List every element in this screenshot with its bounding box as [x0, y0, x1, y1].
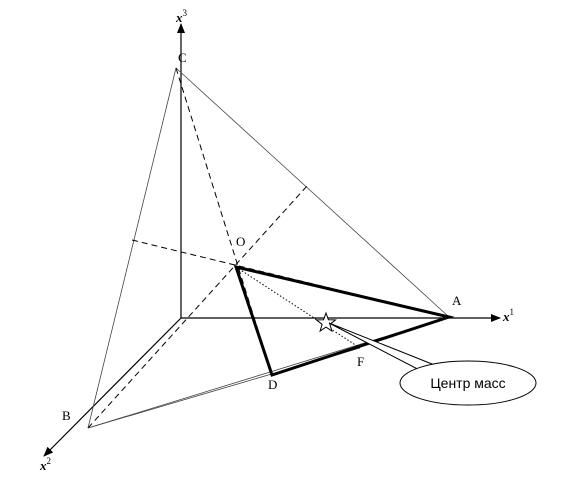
callout-text: Центр масс	[430, 375, 505, 391]
point-label-a: A	[452, 293, 462, 308]
center-of-mass-star-icon	[315, 311, 337, 333]
point-label-f: F	[357, 354, 364, 369]
callout-bubble	[399, 360, 537, 406]
point-label-c: C	[178, 50, 187, 65]
axis-label-x2: x2	[39, 456, 51, 473]
point-label-b: B	[62, 408, 71, 423]
dashed-b-o-ca	[87, 185, 308, 429]
axis-label-x3: x3	[175, 8, 188, 25]
axis-label-x1: x1	[502, 307, 514, 324]
median-o-f	[235, 266, 361, 349]
axis-x2	[43, 317, 182, 457]
point-label-o: O	[236, 234, 245, 249]
edge-ca	[175, 67, 450, 318]
point-label-d: D	[268, 377, 277, 392]
triangle-oad	[233, 264, 455, 377]
dashed-c-d	[175, 67, 273, 376]
edge-cb	[87, 67, 177, 429]
